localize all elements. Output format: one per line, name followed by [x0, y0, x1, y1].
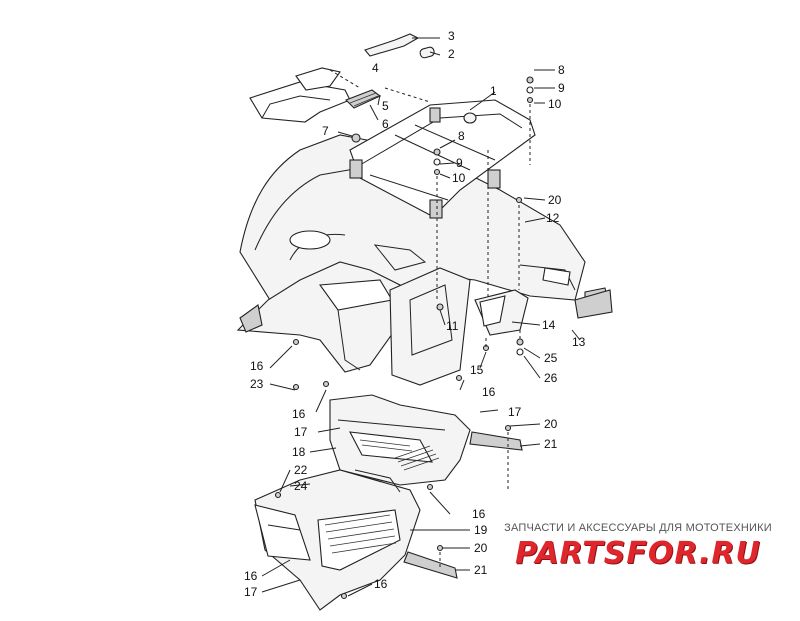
callout-24: 24	[294, 479, 308, 493]
callout-15: 15	[470, 363, 484, 377]
leader-lines	[261, 37, 581, 597]
callout-4: 4	[372, 61, 379, 75]
callout-21-bottom: 21	[474, 563, 488, 577]
callout-16-left: 16	[250, 359, 264, 373]
callout-20-mid: 20	[544, 417, 558, 431]
fasteners	[274, 76, 534, 600]
watermark-logo: PARTSFOR.RU	[515, 536, 761, 571]
spring-part	[345, 89, 382, 109]
left-inner-fender	[236, 261, 471, 386]
callout-8-rack: 8	[558, 63, 565, 77]
lower-footwell	[254, 469, 421, 611]
callout-10-rack: 10	[548, 97, 562, 111]
callout-25: 25	[544, 351, 558, 365]
callout-11: 11	[446, 319, 459, 333]
callout-3: 3	[448, 29, 455, 43]
callout-9-rack: 9	[558, 81, 565, 95]
footrest-trims	[403, 431, 523, 579]
callout-labels: 1 2 3 4 5 6 7 8 8 9 9 10 10 11 12 13 14 …	[244, 29, 586, 599]
bracket-assembly	[474, 289, 613, 336]
callout-7: 7	[322, 124, 329, 138]
callout-1: 1	[490, 84, 497, 98]
grip-part	[419, 46, 435, 59]
callout-16-bottom-left: 16	[244, 569, 258, 583]
callout-17-right: 17	[508, 405, 522, 419]
rear-rack-frame	[349, 99, 536, 219]
callout-26: 26	[544, 371, 558, 385]
callout-10-center: 10	[452, 171, 466, 185]
callout-17-left: 17	[294, 425, 308, 439]
watermark: ЗАПЧАСТИ И АКСЕССУАРЫ ДЛЯ МОТОТЕХНИКИ PA…	[478, 522, 798, 571]
callout-22: 22	[294, 463, 308, 477]
callout-21-mid: 21	[544, 437, 558, 451]
callout-8-center: 8	[458, 129, 465, 143]
callout-12: 12	[546, 211, 560, 225]
callout-16-right: 16	[482, 385, 496, 399]
callout-13: 13	[572, 335, 586, 349]
watermark-tagline: ЗАПЧАСТИ И АКСЕССУАРЫ ДЛЯ МОТОТЕХНИКИ	[504, 522, 772, 534]
callout-6: 6	[382, 117, 389, 131]
callout-5: 5	[382, 99, 389, 113]
handle-bar-part	[364, 33, 420, 57]
assembly-guide-lines	[329, 69, 531, 568]
callout-17-bottom: 17	[244, 585, 258, 599]
callout-16-bottom: 16	[374, 577, 388, 591]
callout-19: 19	[474, 523, 488, 537]
callout-20-bottom: 20	[474, 541, 488, 555]
callout-20-top: 20	[548, 193, 562, 207]
callout-2: 2	[448, 47, 455, 61]
callout-23: 23	[250, 377, 264, 391]
callout-9-center: 9	[456, 156, 463, 170]
callout-14: 14	[542, 318, 556, 332]
callout-16-mid: 16	[292, 407, 306, 421]
center-footwell	[329, 394, 471, 486]
callout-16-lower: 16	[472, 507, 486, 521]
callout-18: 18	[292, 445, 306, 459]
